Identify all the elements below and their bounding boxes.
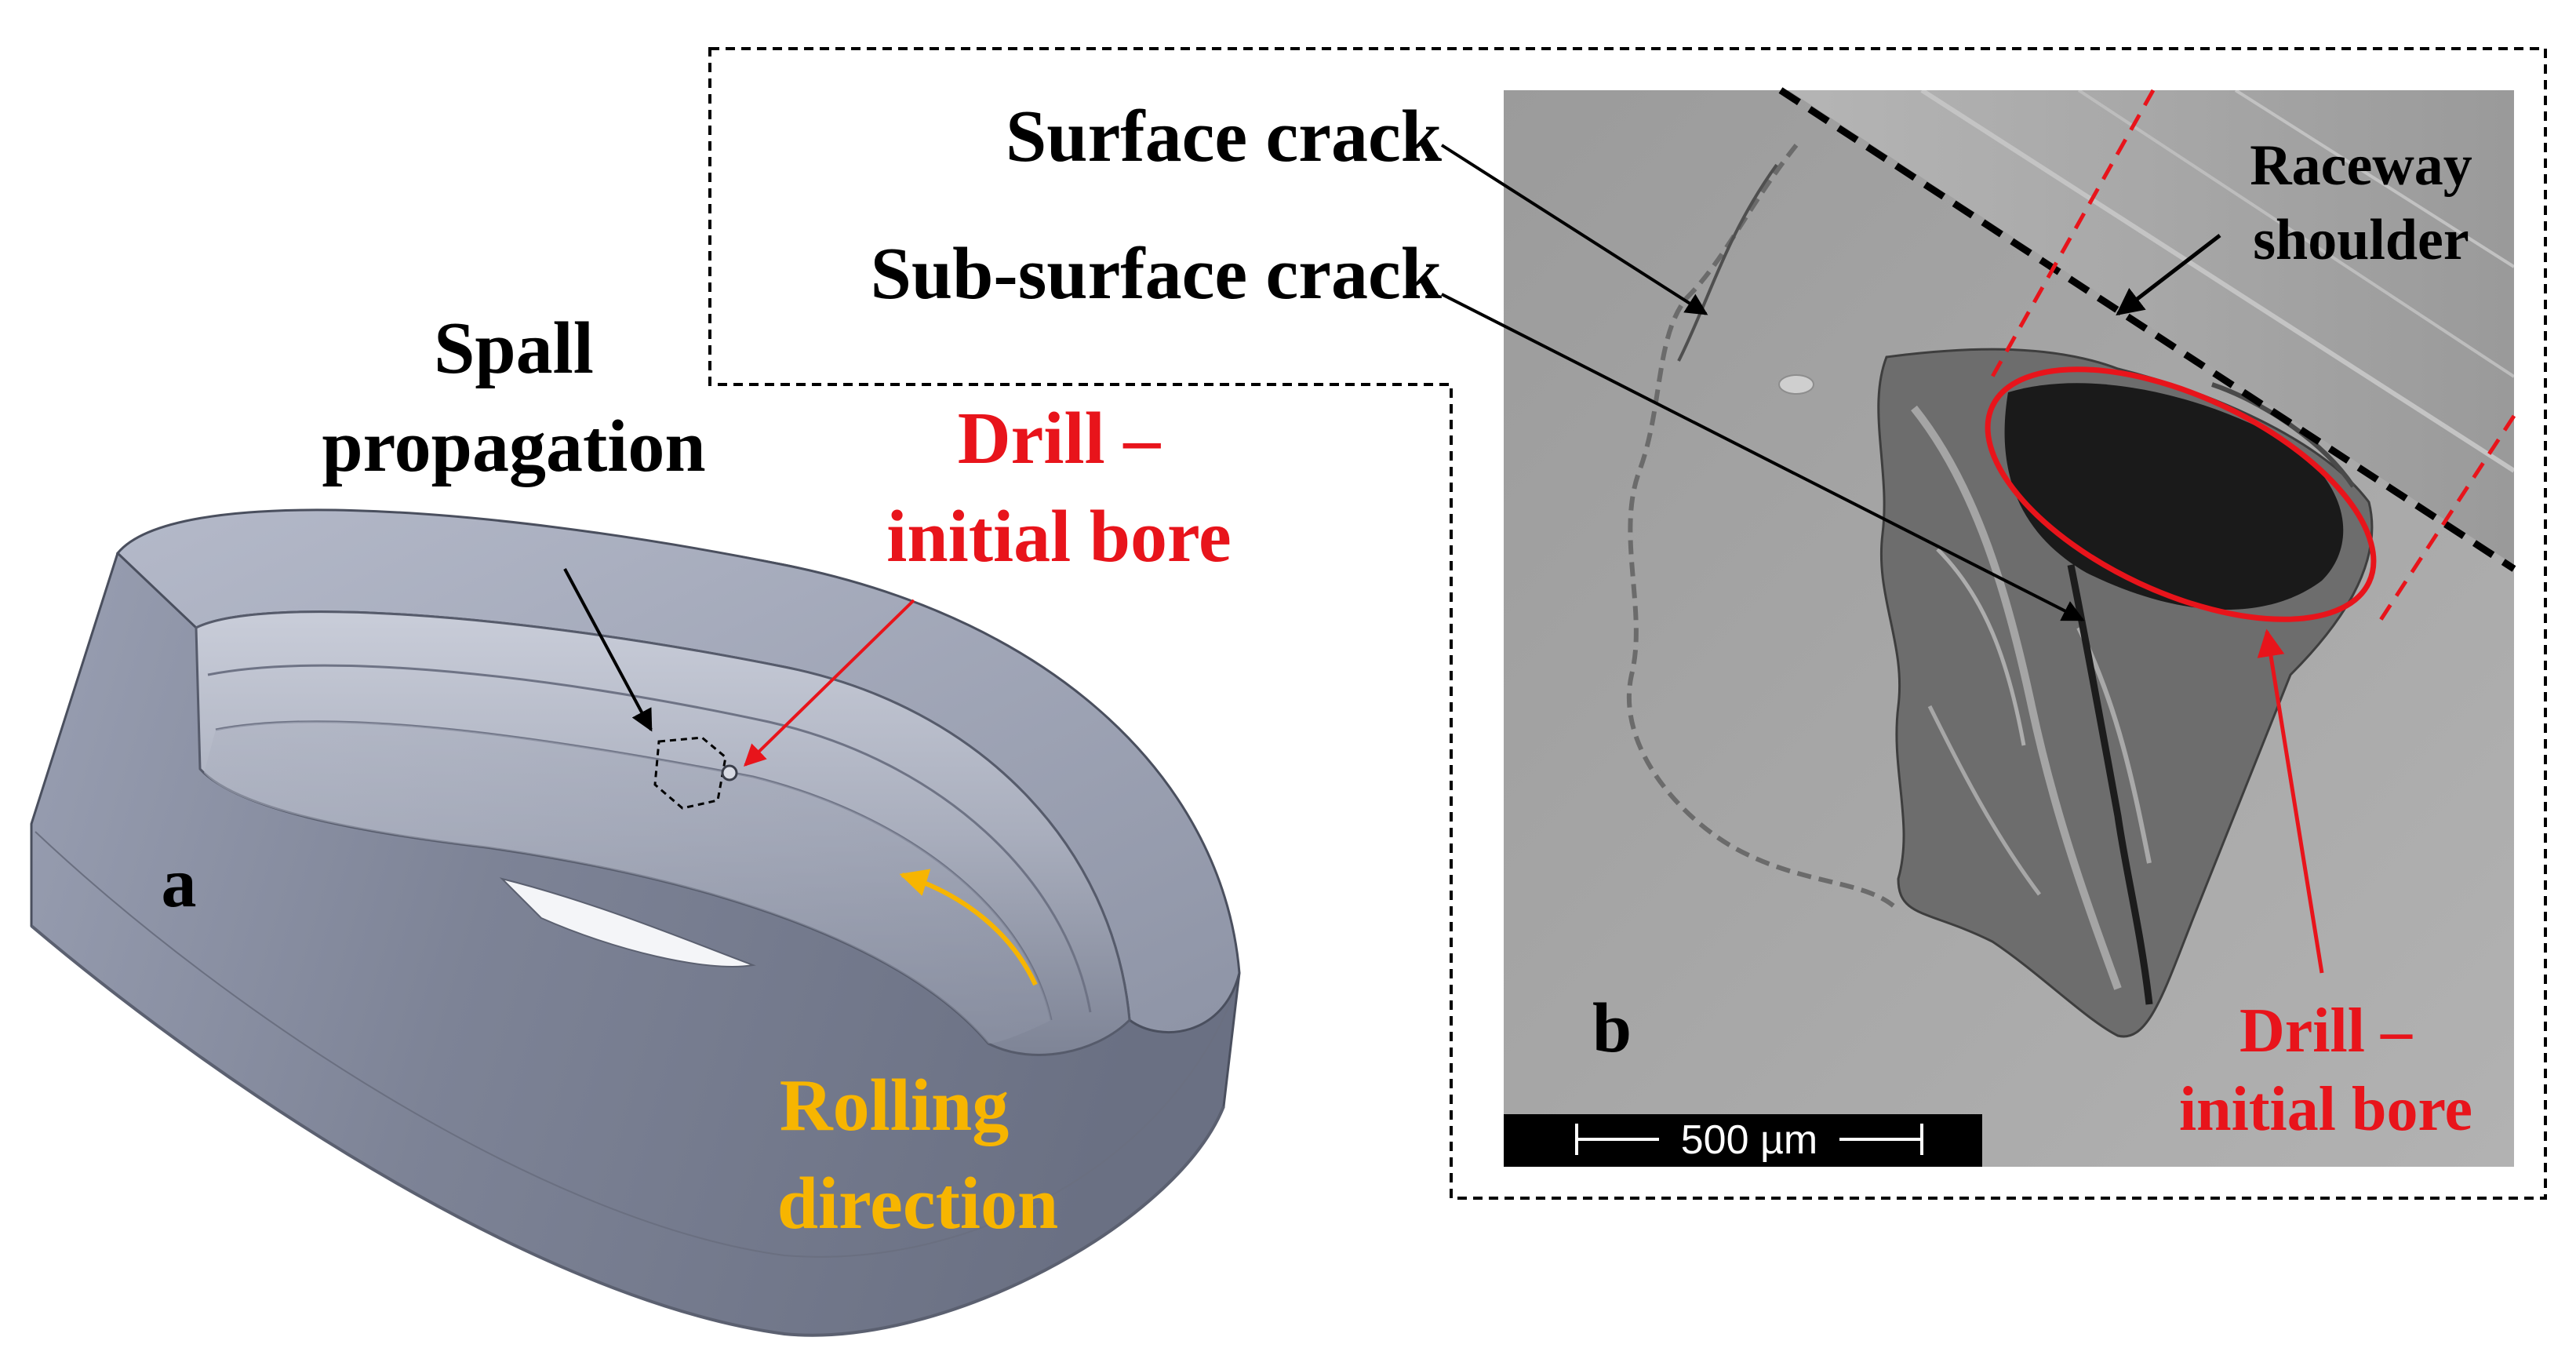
panel-b-label: b bbox=[1592, 989, 1632, 1067]
drill-label-a-line2: initial bore bbox=[886, 496, 1232, 577]
shoulder-dashed-line bbox=[1778, 87, 2516, 572]
drill-arrow-a bbox=[743, 599, 915, 767]
drill-label-b-line2: initial bore bbox=[2179, 1075, 2472, 1144]
drill-label-b-line1: Drill – bbox=[2239, 996, 2413, 1066]
spall-outline bbox=[653, 736, 727, 810]
spall-label-line1: Spall bbox=[434, 308, 594, 389]
raceway-band bbox=[204, 721, 1051, 1044]
bore-red-dashed-right bbox=[2378, 414, 2516, 621]
rolling-label-line1: Rolling bbox=[780, 1065, 1010, 1146]
bearing-ring-illustration bbox=[30, 508, 1241, 1337]
raceway-label-line1: Raceway bbox=[2250, 133, 2472, 198]
sem-micrograph bbox=[1504, 90, 2514, 1167]
rolling-label-line2: direction bbox=[777, 1163, 1059, 1244]
spall-label-line2: propagation bbox=[322, 406, 705, 487]
ring-lower-groove bbox=[30, 924, 1225, 1337]
ring-gap-highlight bbox=[499, 877, 756, 967]
ring-lower-edge bbox=[35, 831, 1236, 1258]
subsurface-crack-label: Sub-surface crack bbox=[871, 233, 1443, 315]
bore-red-ellipse bbox=[1985, 366, 2377, 622]
drill-hole bbox=[721, 764, 738, 782]
scale-bar: 500 µm bbox=[1504, 1114, 1982, 1167]
surface-crack-label: Surface crack bbox=[1006, 96, 1443, 177]
panel-a-label: a bbox=[162, 844, 197, 922]
drill-arrow-b bbox=[2257, 628, 2324, 974]
rolling-arrow bbox=[899, 869, 1038, 986]
raceway-shoulder-arrow bbox=[2116, 234, 2221, 316]
callout-dashed-frame bbox=[708, 47, 2547, 1200]
subsurface-crack-arrow bbox=[1441, 293, 2085, 621]
surface-crack-trace bbox=[1626, 144, 1901, 913]
raceway-line-1 bbox=[207, 664, 1092, 1013]
subsurface-crack-seam bbox=[2067, 564, 2153, 1005]
surface-crack-arrow bbox=[1440, 144, 1708, 315]
spall-arrow bbox=[563, 568, 653, 732]
drill-label-a-line1: Drill – bbox=[958, 398, 1161, 479]
scale-bar-label: 500 µm bbox=[1681, 1117, 1817, 1163]
shoulder-region bbox=[1788, 90, 2514, 565]
raceway-label-line2: shoulder bbox=[2253, 208, 2469, 272]
